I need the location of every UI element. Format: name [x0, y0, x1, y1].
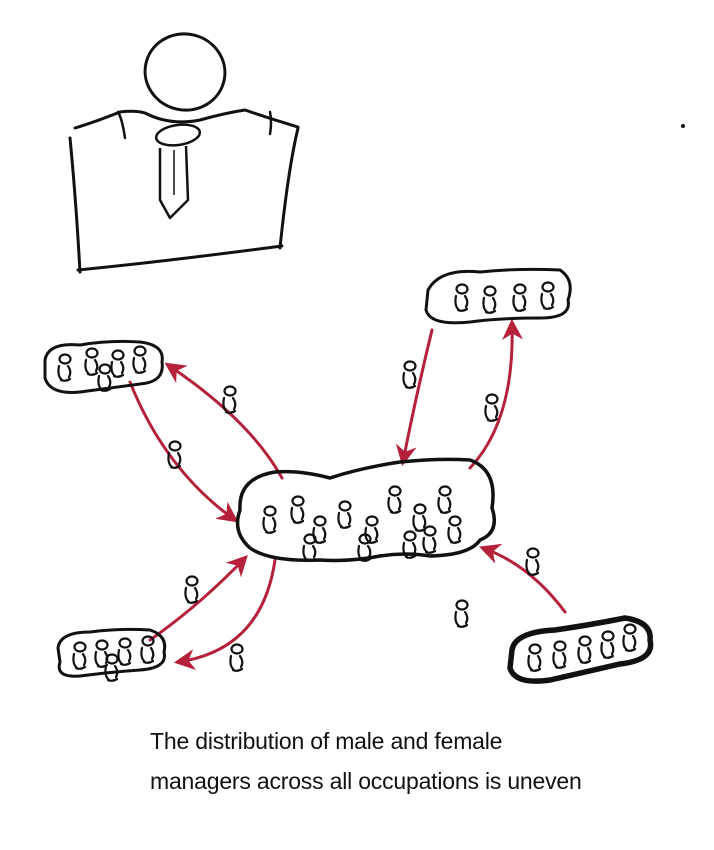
person-figure-icon — [222, 385, 237, 414]
flow-arrows — [128, 318, 567, 671]
top-right-occupation-group — [424, 267, 572, 325]
bottom-left-occupation-group — [56, 627, 167, 682]
ink-dot — [681, 124, 685, 128]
person-figure-icon — [454, 599, 469, 628]
person-figure-icon — [484, 393, 499, 422]
person-figure-icon — [229, 643, 244, 672]
manager-bust-icon — [68, 32, 300, 274]
person-figure-icon — [184, 575, 199, 604]
caption-line-2: managers across all occupations is uneve… — [150, 768, 582, 794]
person-figure-icon — [402, 360, 417, 389]
person-figure-icon — [525, 547, 540, 576]
bottom-right-occupation-group — [507, 615, 654, 684]
central-occupation-group — [235, 457, 496, 563]
moving-person-figures — [167, 360, 540, 672]
caption-line-1: The distribution of male and female — [150, 728, 503, 754]
top-left-occupation-group — [43, 339, 164, 394]
